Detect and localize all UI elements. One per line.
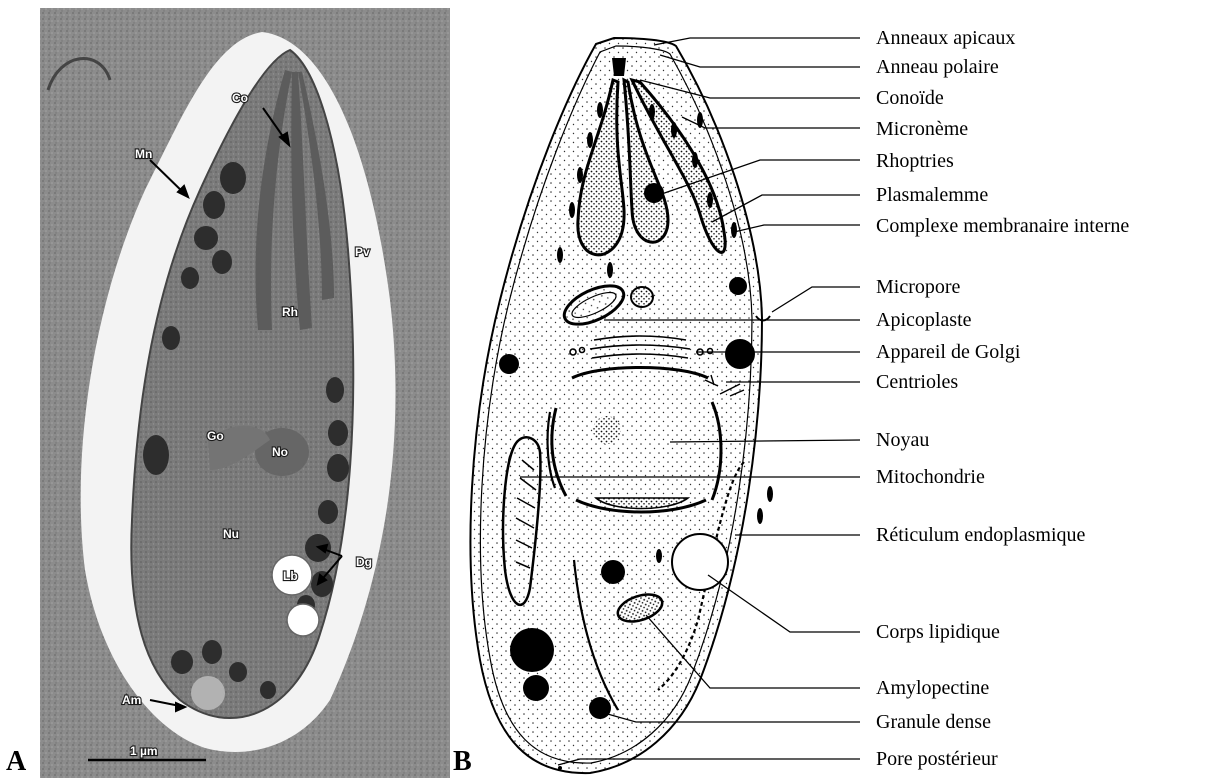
posterior-pore — [558, 766, 562, 770]
panel-letter-b: B — [453, 746, 472, 777]
annotation-rhoptries: Rhoptries — [876, 150, 954, 172]
annotation-corps-lipidique: Corps lipidique — [876, 621, 1000, 643]
annotation-conoide: Conoïde — [876, 87, 944, 109]
annotation-pore-posterieur: Pore postérieur — [876, 748, 998, 770]
annotation-micropore: Micropore — [876, 276, 961, 298]
annotation-amylopectine: Amylopectine — [876, 677, 989, 699]
annotation-microneme: Micronème — [876, 118, 968, 140]
annotation-plasmalemme: Plasmalemme — [876, 184, 988, 206]
annotation-anneaux-apicaux: Anneaux apicaux — [876, 27, 1015, 49]
annotation-mitochondrie: Mitochondrie — [876, 466, 985, 488]
annotation-apicoplaste: Apicoplaste — [876, 309, 972, 331]
annotation-noyau: Noyau — [876, 429, 929, 451]
annotation-appareil-de-golgi: Appareil de Golgi — [876, 341, 1021, 363]
rhoptry-neck — [631, 287, 653, 307]
lipid-body — [672, 534, 728, 590]
annotation-list: Anneaux apicaux Anneau polaire Conoïde M… — [876, 27, 1129, 770]
annotation-complexe-membranaire-interne: Complexe membranaire interne — [876, 215, 1129, 237]
annotation-centrioles: Centrioles — [876, 371, 958, 393]
conoid — [612, 58, 626, 76]
annotation-reticulum-endoplasmique: Réticulum endoplasmique — [876, 524, 1086, 546]
annotation-granule-dense: Granule dense — [876, 711, 991, 733]
annotation-anneau-polaire: Anneau polaire — [876, 56, 999, 78]
